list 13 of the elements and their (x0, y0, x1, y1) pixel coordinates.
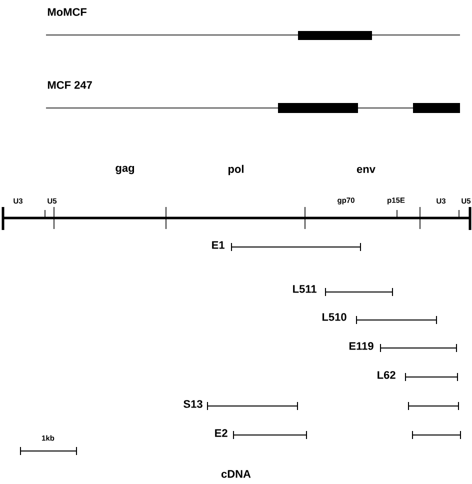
clone-label: E2 (215, 429, 228, 437)
gene-label: pol (228, 164, 244, 176)
construct-label: MCF 247 (48, 81, 92, 89)
clone-label: L511 (293, 285, 316, 293)
clone-label: E119 (349, 342, 374, 350)
axis-title: cDNA (221, 470, 251, 478)
construct-label: MoMCF (48, 8, 86, 16)
clone-label: L510 (322, 313, 346, 321)
clone-label: E1 (212, 241, 224, 249)
gene-label: gag (116, 166, 134, 174)
clone-label: L62 (378, 371, 396, 379)
clone-label: S13 (184, 400, 202, 408)
gene-label: env (356, 166, 376, 174)
